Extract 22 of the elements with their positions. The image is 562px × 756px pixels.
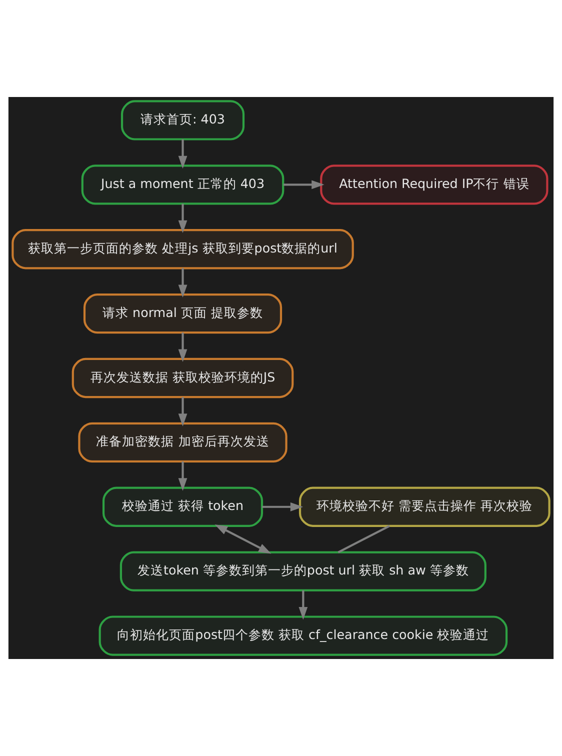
node-box: 获取第一步页面的参数 处理js 获取到要post数据的url bbox=[12, 229, 354, 270]
node-box: 请求首页: 403 bbox=[120, 100, 245, 140]
arrow bbox=[178, 139, 188, 169]
node-box: Attention Required IP不行 错误 bbox=[320, 164, 548, 205]
node-box: 发送token 等参数到第一步的post url 获取 sh aw 等参数 bbox=[120, 551, 486, 592]
connector bbox=[338, 525, 390, 554]
node-box: 准备加密数据 加密后再次发送 bbox=[78, 422, 288, 463]
arrow bbox=[178, 268, 188, 298]
arrow bbox=[298, 590, 308, 620]
arrow bbox=[178, 397, 188, 426]
node-box: 环境校验不好 需要点击操作 再次校验 bbox=[298, 486, 550, 527]
node-box: 再次发送数据 获取校验环境的JS bbox=[72, 358, 294, 398]
node-box: 请求 normal 页面 提取参数 bbox=[83, 293, 282, 334]
arrow bbox=[178, 332, 188, 362]
arrow bbox=[178, 204, 188, 234]
arrow bbox=[262, 502, 304, 512]
arrow bbox=[283, 180, 324, 190]
node-box: 向初始化页面post四个参数 获取 cf_clearance cookie 校验通过 bbox=[98, 616, 508, 656]
arrow bbox=[214, 524, 272, 554]
arrow bbox=[178, 462, 188, 491]
node-box: Just a moment 正常的 403 bbox=[81, 164, 284, 205]
node-box: 校验通过 获得 token bbox=[102, 486, 264, 527]
